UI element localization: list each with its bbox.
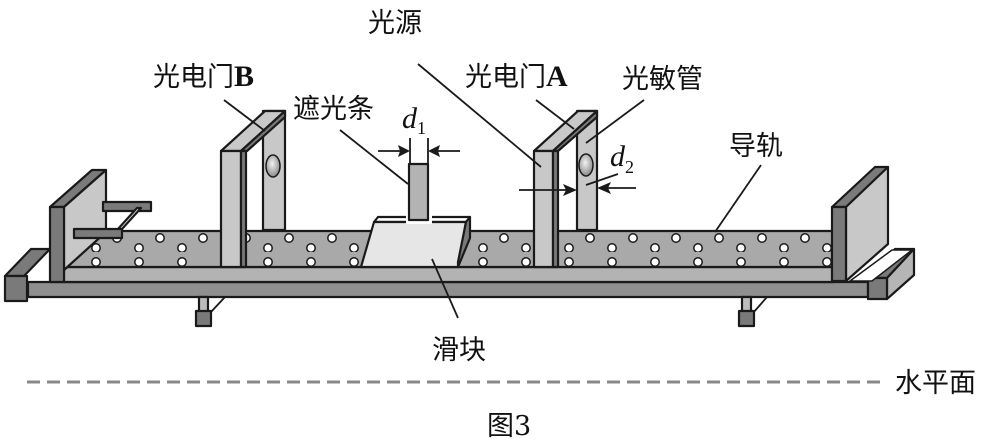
right-leg [737, 295, 768, 328]
label-gate-a-letter: A [546, 60, 568, 93]
right-end-stop [830, 165, 915, 283]
label-d2-sub: 2 [625, 157, 634, 177]
slider[interactable] [359, 214, 472, 269]
figure-caption: 图3 [487, 411, 531, 442]
label-shading-strip: 遮光条 [293, 94, 374, 125]
label-gate-a-text: 光电门 [465, 62, 546, 93]
label-gate-b: 光电门B [153, 60, 254, 93]
label-gate-b-text: 光电门 [153, 62, 234, 93]
leader-shading-strip [339, 129, 409, 185]
leader-lines [223, 63, 762, 319]
leader-guide-rail [714, 164, 762, 233]
left-end-stop [48, 168, 153, 284]
label-gate-b-letter: B [234, 60, 254, 93]
leader-gate-b [223, 99, 266, 132]
label-photosensitive-tube: 光敏管 [622, 64, 703, 95]
leader-photosensitive-tube [585, 99, 645, 144]
label-d2: d2 [610, 140, 634, 177]
d1-dimension [378, 138, 460, 164]
shading-strip [407, 162, 430, 222]
leader-light-source [417, 63, 542, 168]
label-d1-sub: 1 [417, 118, 426, 138]
label-d2-var: d [610, 140, 626, 173]
leader-d2 [585, 173, 619, 186]
leader-slider [431, 258, 459, 319]
label-d1-var: d [402, 102, 418, 135]
photosensitive-tube-b [265, 154, 281, 178]
label-light-source: 光源 [368, 8, 422, 39]
d2-dimension [519, 182, 636, 196]
label-slider: 滑块 [432, 335, 486, 366]
label-gate-a: 光电门A [465, 60, 568, 93]
leader-gate-a [535, 99, 575, 130]
label-guide-rail: 导轨 [729, 131, 783, 162]
photogate-a[interactable] [532, 109, 599, 269]
left-leg [194, 295, 226, 328]
photogate-b[interactable] [219, 109, 287, 269]
label-d1: d1 [402, 102, 426, 138]
label-horizontal-plane: 水平面 [895, 368, 976, 399]
photosensitive-tube-a [578, 153, 594, 177]
